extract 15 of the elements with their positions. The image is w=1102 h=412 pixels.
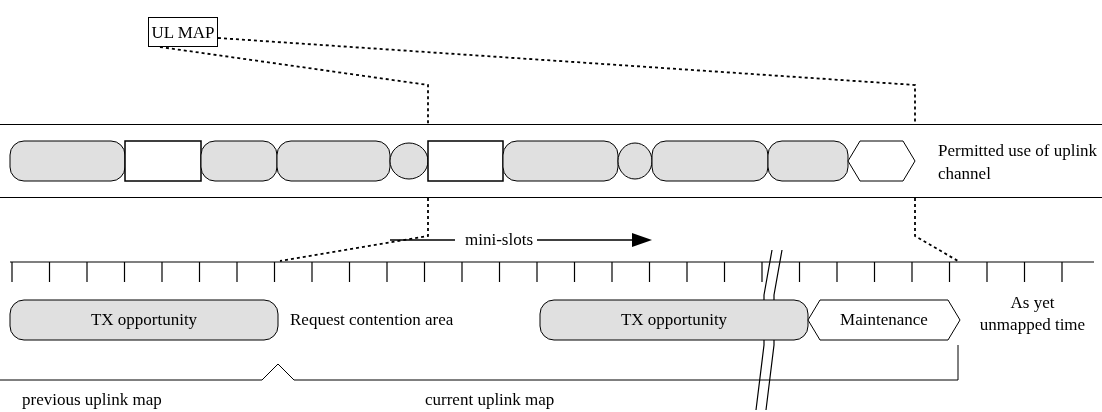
slot-label: TX opportunity	[619, 310, 729, 330]
map-box	[148, 17, 218, 47]
leader-line	[279, 197, 429, 262]
slot-label: TX opportunity	[89, 310, 199, 330]
leader-line	[914, 197, 959, 262]
uplink-channel-band	[0, 124, 1102, 198]
slot-label: Maintenance	[839, 310, 929, 330]
box-label: UL MAP	[150, 23, 216, 43]
leader-line	[159, 46, 429, 125]
area-label: As yet unmapped time	[978, 292, 1087, 336]
area-label: Request contention area	[290, 310, 454, 330]
map-label: previous uplink map	[22, 390, 162, 410]
axis-label: mini-slots	[465, 230, 533, 250]
band-label: Permitted use of uplink channel	[938, 140, 1098, 185]
map-label: current uplink map	[425, 390, 555, 410]
